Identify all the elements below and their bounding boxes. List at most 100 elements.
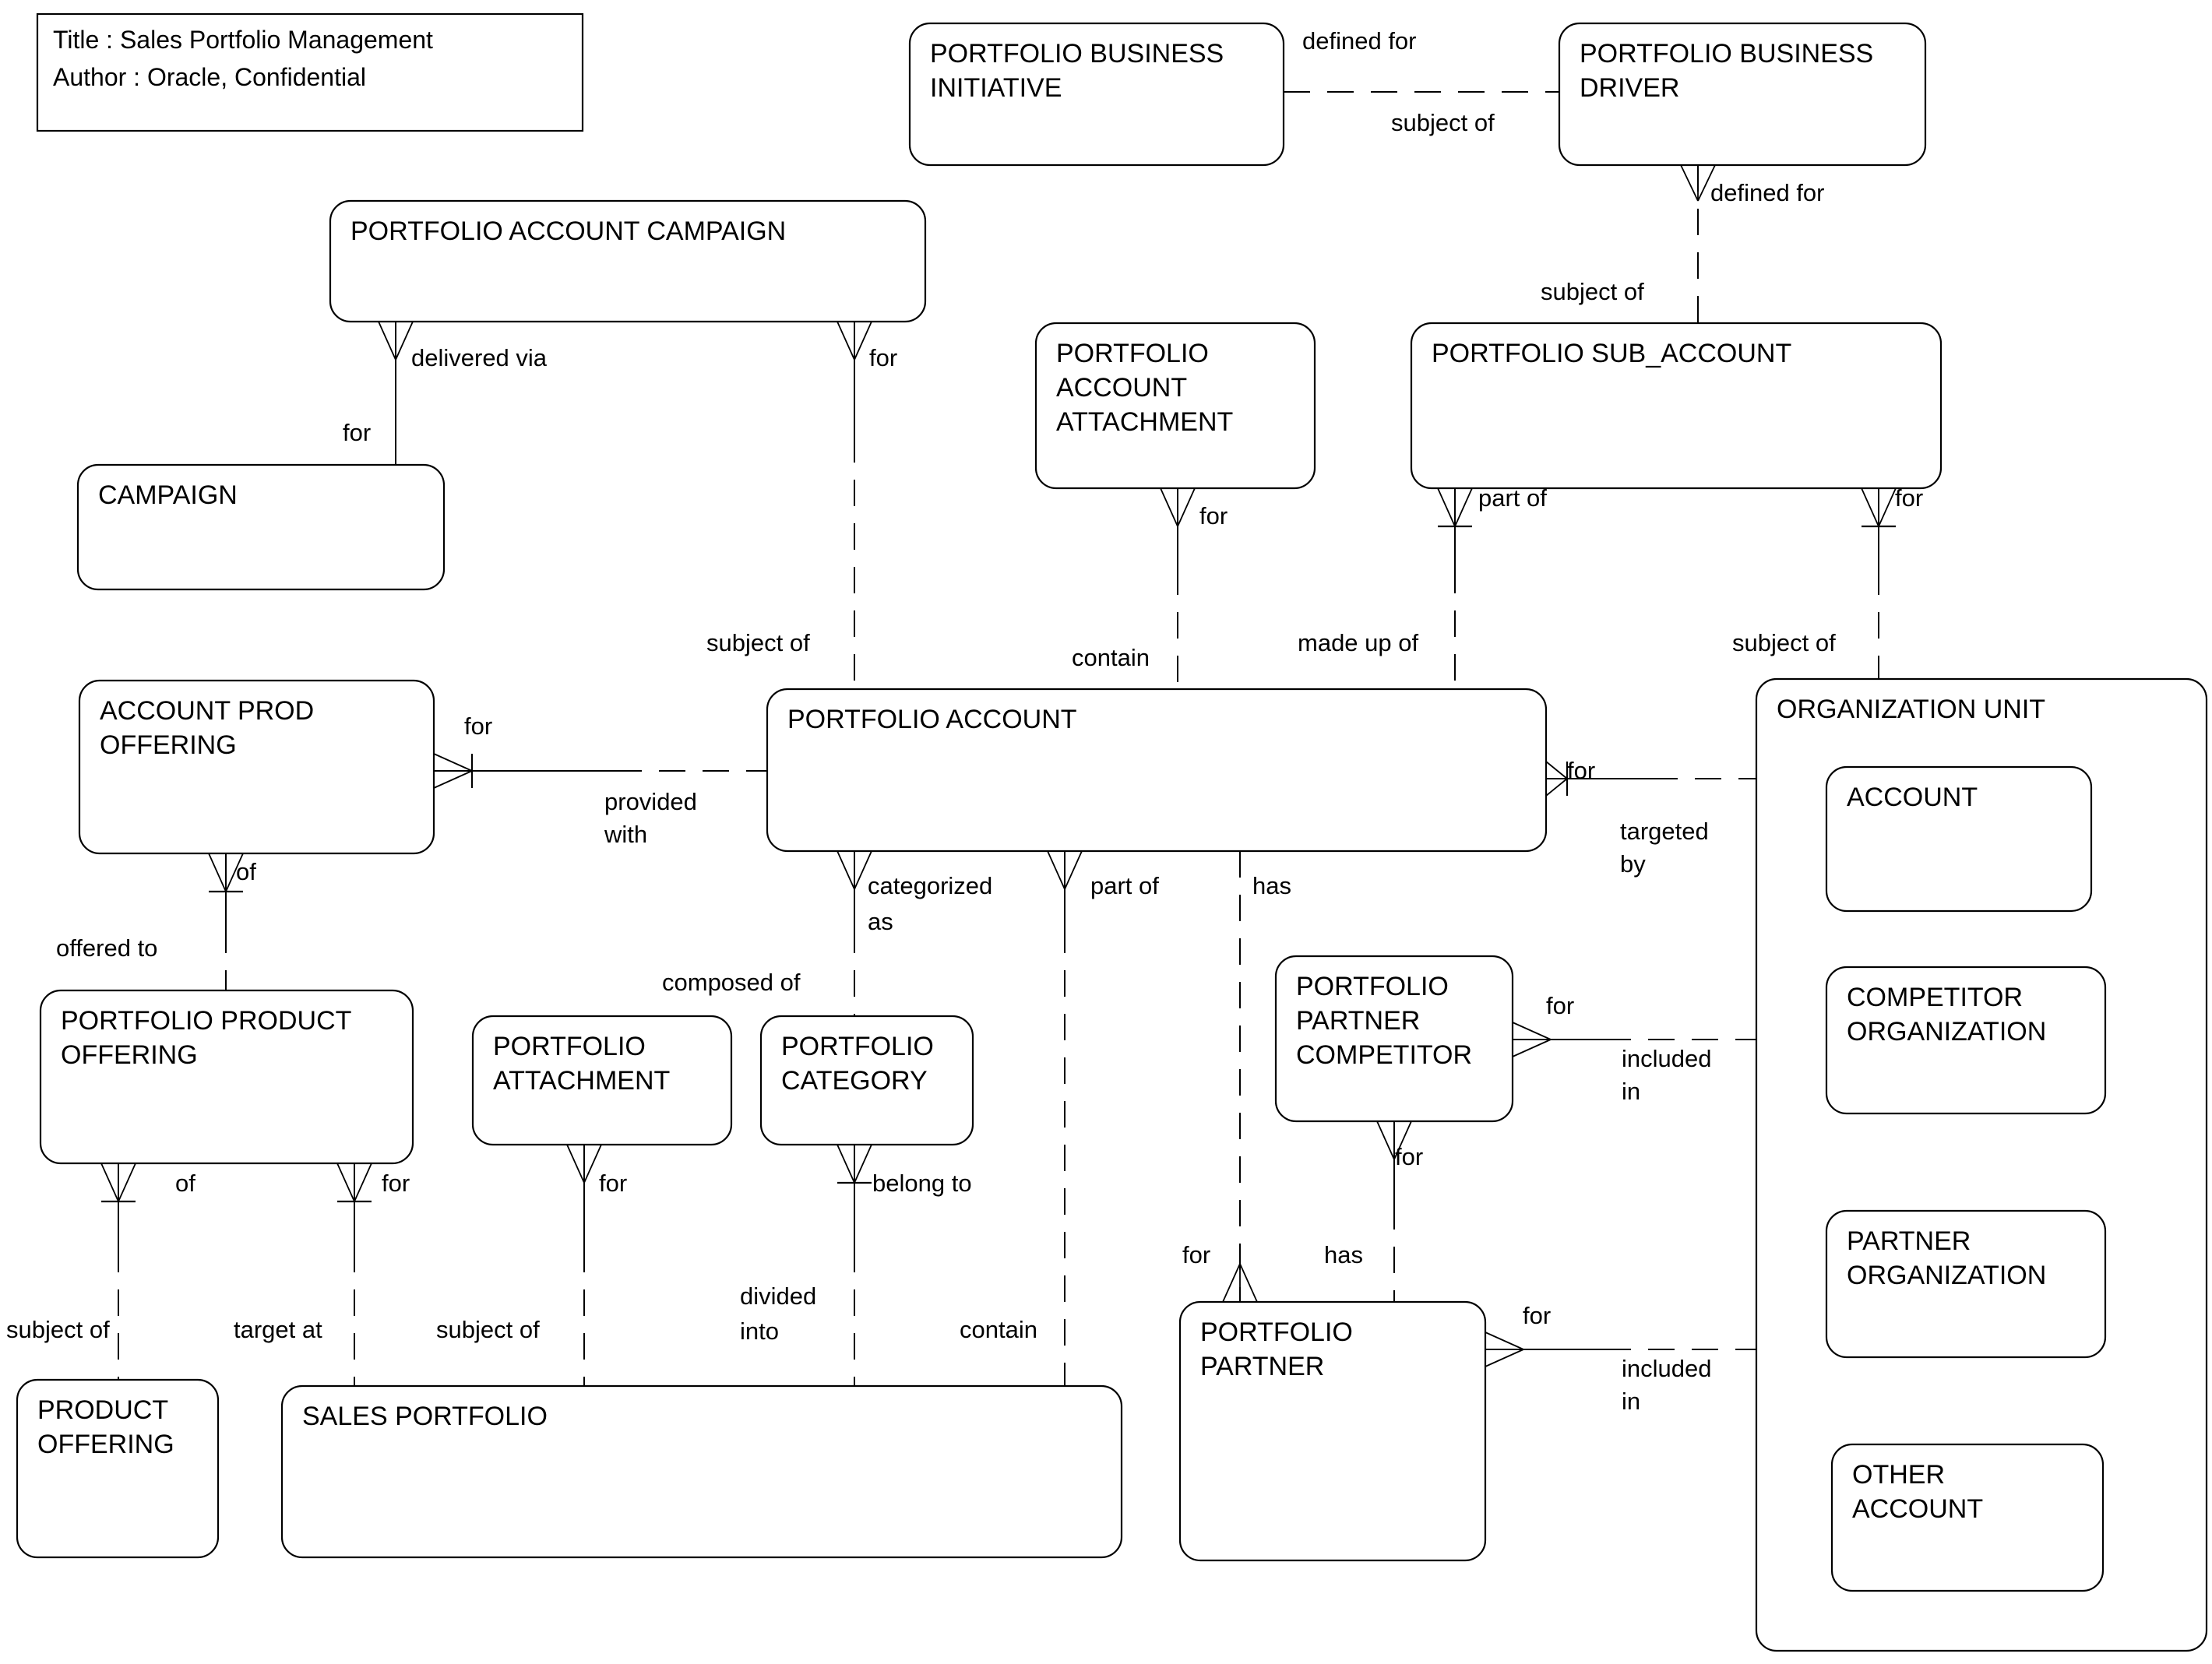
crowsfoot-pa-acct (1545, 761, 1568, 797)
entity-box-portfolio_category[interactable] (759, 1015, 974, 1146)
entity-box-organization_unit[interactable] (1755, 677, 2208, 1652)
relationship-label-r31: for (599, 1170, 627, 1197)
entity-box-portfolio_partner_competitor[interactable] (1274, 955, 1514, 1123)
entity-box-portfolio_partner[interactable] (1178, 1300, 1487, 1562)
relationship-label-r40: has (1324, 1241, 1363, 1268)
relationship-label-r10: contain (1072, 644, 1150, 671)
entity-portfolio_account[interactable]: PORTFOLIO ACCOUNT (766, 688, 1548, 853)
relationship-label-r38: contain (960, 1316, 1037, 1343)
author-line: Author : Oracle, Confidential (53, 63, 366, 91)
relationship-label-r36: divided (740, 1282, 816, 1310)
relationship-label-r35: subject of (436, 1316, 540, 1343)
crowsfoot-psa-left (1437, 487, 1473, 527)
crowsfoot-pp-top (1222, 1263, 1258, 1303)
relationship-label-r39: for (1182, 1241, 1210, 1268)
relationship-label-r21: as (868, 908, 893, 935)
relationship-lines (100, 74, 1897, 1386)
entity-box-portfolio_sub_account[interactable] (1410, 322, 1943, 490)
crowsfoot-pattach (566, 1144, 602, 1184)
relationship-label-r7: for (343, 419, 371, 446)
relationship-label-r29: of (175, 1170, 195, 1197)
relationship-label-r14: subject of (1732, 629, 1836, 656)
crowsfoot-apo (433, 753, 473, 789)
entity-box-competitor_organization[interactable] (1825, 966, 2107, 1115)
relationship-label-r25: for (1546, 992, 1574, 1019)
entity-box-product_offering[interactable] (16, 1378, 220, 1559)
relationship-label-r30: for (382, 1170, 410, 1197)
relationship-label-r8: subject of (706, 629, 810, 656)
entity-label-sales_portfolio: SALES PORTFOLIO (302, 1402, 548, 1431)
entity-campaign[interactable]: CAMPAIGN (76, 463, 446, 591)
crowsfoot-paa (1160, 487, 1196, 527)
relationship-label-r28: for (1395, 1143, 1423, 1170)
entity-box-portfolio_account_campaign[interactable] (329, 199, 927, 323)
entity-box-portfolio_business_initiative[interactable] (908, 22, 1285, 167)
crowsfoot-ppo-right (336, 1163, 372, 1202)
entity-box-sales_portfolio[interactable] (280, 1384, 1123, 1559)
entity-box-campaign[interactable] (76, 463, 446, 591)
entity-account[interactable]: ACCOUNT (1825, 765, 2093, 913)
relationship-label-r20: categorized (868, 872, 992, 899)
relationship-label-r19: offered to (56, 934, 157, 962)
crowsfoot-apo-down (208, 853, 244, 892)
entity-box-portfolio_attachment[interactable] (471, 1015, 733, 1146)
entity-sales_portfolio[interactable]: SALES PORTFOLIO (280, 1384, 1123, 1559)
entity-portfolio_sub_account[interactable]: PORTFOLIO SUB_ACCOUNT (1410, 322, 1943, 490)
entity-box-portfolio_account[interactable] (766, 688, 1548, 853)
relationship-label-r41: for (1523, 1302, 1551, 1329)
entity-portfolio_account_campaign[interactable]: PORTFOLIO ACCOUNT CAMPAIGN (329, 199, 927, 323)
entity-box-portfolio_product_offering[interactable] (39, 989, 414, 1165)
relationship-label-r45: targeted (1620, 818, 1709, 845)
entity-box-portfolio_business_driver[interactable] (1558, 22, 1927, 167)
entity-box-account[interactable] (1825, 765, 2093, 913)
entity-box-portfolio_account_attachment[interactable] (1034, 322, 1316, 490)
relationship-label-r16: provided (604, 788, 697, 815)
relationship-label-r22: composed of (662, 969, 801, 996)
relationship-label-r4: subject of (1541, 278, 1644, 305)
crowsfoot-pa-sp (1047, 850, 1083, 890)
entity-box-other_account[interactable] (1830, 1443, 2105, 1592)
entity-label-portfolio_account: PORTFOLIO ACCOUNT (787, 705, 1077, 734)
relationship-label-r18: of (236, 858, 256, 885)
relationship-label-r5: delivered via (411, 344, 548, 371)
entity-box-partner_organization[interactable] (1825, 1209, 2107, 1359)
relationship-label-r44: for (1567, 757, 1595, 784)
relationship-label-r3: defined for (1710, 179, 1825, 206)
crowsfoot-pp-right (1485, 1332, 1524, 1367)
entity-organization_unit[interactable]: ORGANIZATION UNIT (1755, 677, 2208, 1652)
relationship-label-r9: for (1199, 502, 1228, 529)
crowsfoot-pacamp-right (837, 321, 872, 361)
relationship-label-r34: target at (234, 1316, 322, 1343)
entity-box-account_prod_offering[interactable] (78, 679, 435, 855)
relationship-label-r43: in (1622, 1388, 1640, 1415)
relationship-label-r2: subject of (1391, 109, 1495, 136)
entity-label-account: ACCOUNT (1847, 783, 1978, 812)
relationship-label-r13: for (1895, 484, 1923, 512)
relationship-label-r6: for (869, 344, 897, 371)
